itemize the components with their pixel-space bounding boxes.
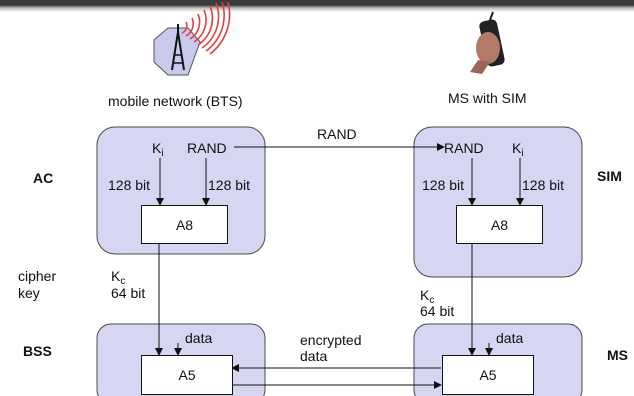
ac-rand-label: RAND bbox=[187, 140, 227, 156]
cipher-key-line1: cipher bbox=[18, 268, 57, 284]
ms-sim-caption: MS with SIM bbox=[448, 90, 527, 106]
encrypted-label-line2: data bbox=[300, 348, 328, 364]
mobile-phone-icon bbox=[470, 11, 505, 74]
top-edge-bar bbox=[0, 0, 634, 12]
ac-ki-label: Ki bbox=[152, 140, 164, 159]
sim-ki-bits: 128 bit bbox=[522, 177, 565, 193]
kc-right-bits: 64 bit bbox=[420, 303, 455, 319]
ac-a8-box: A8 bbox=[141, 205, 228, 244]
bts-tower-icon bbox=[153, 1, 231, 76]
bss-a5-box: A5 bbox=[141, 355, 233, 395]
kc-left-bits: 64 bit bbox=[111, 285, 146, 301]
bss-data-label: data bbox=[185, 330, 213, 346]
sim-a8-box: A8 bbox=[456, 205, 543, 244]
rand-link-label: RAND bbox=[317, 126, 357, 142]
encrypted-label-line1: encrypted bbox=[300, 332, 362, 348]
network-caption: mobile network (BTS) bbox=[108, 93, 243, 109]
ms-label: MS bbox=[607, 347, 628, 363]
bss-label: BSS bbox=[23, 343, 52, 359]
ac-ki-bits: 128 bit bbox=[108, 177, 151, 193]
cipher-key-line2: key bbox=[18, 285, 40, 301]
sim-ki-label: Ki bbox=[512, 140, 524, 159]
sim-label: SIM bbox=[597, 168, 622, 184]
sim-panel bbox=[413, 126, 583, 278]
ms-data-label: data bbox=[496, 330, 524, 346]
kc-left-label: Kc bbox=[111, 268, 126, 287]
kc-right-label: Kc bbox=[420, 287, 435, 306]
ms-a5-box: A5 bbox=[442, 355, 534, 395]
sim-rand-bits: 128 bit bbox=[422, 177, 465, 193]
ac-rand-bits: 128 bit bbox=[208, 177, 251, 193]
sim-rand-label: RAND bbox=[444, 140, 484, 156]
ac-label: AC bbox=[33, 170, 54, 186]
